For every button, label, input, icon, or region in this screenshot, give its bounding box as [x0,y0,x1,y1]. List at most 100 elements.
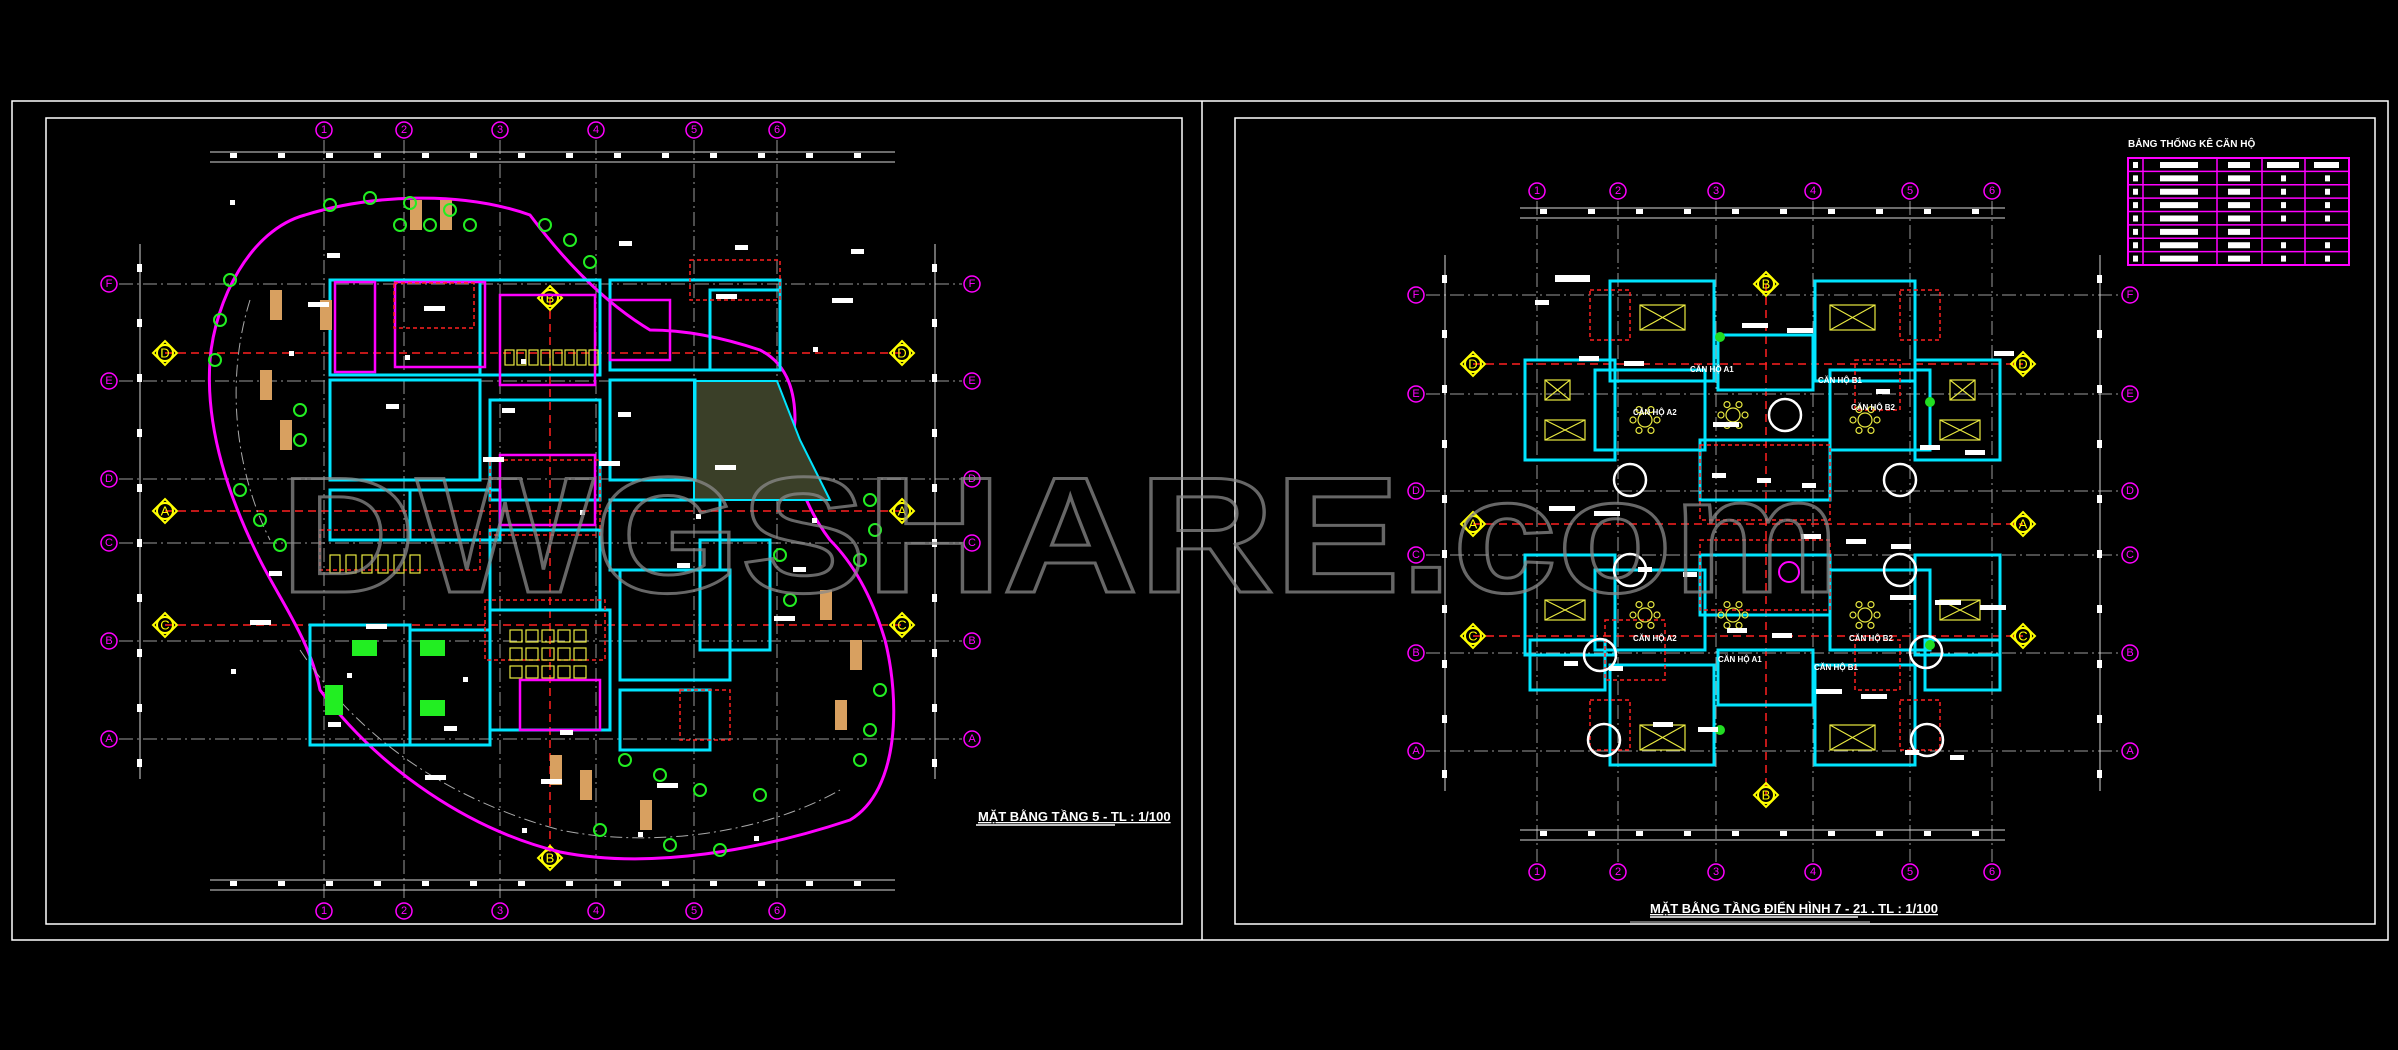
grid-bubble-label: 3 [1713,866,1719,878]
bed-cover [1949,379,1976,401]
grid-bubble [1983,863,2001,881]
room-label [405,355,410,360]
tree [363,191,377,205]
dimension-text [662,881,669,886]
room-label [328,722,341,727]
billiard-table [420,700,445,716]
bed-cover [1639,304,1686,331]
grid-bubble-label: 6 [774,905,780,917]
dining-chair [1653,611,1661,619]
core-outline [393,282,475,329]
dining-table [1857,412,1873,428]
furniture [361,554,373,574]
dimension-text [137,759,142,767]
axis-bubble-label: A [1469,517,1478,532]
dining-chair [1855,621,1863,629]
room-label [1555,275,1590,282]
axis-bubble-label: B [546,291,555,306]
room-label [657,783,678,788]
bed-cover [1544,419,1586,441]
grid-bubble-label: 6 [1989,866,1995,878]
table-cell [2325,242,2330,249]
dimension-text [566,153,573,158]
dining-chair [1741,611,1749,619]
dimension-text [137,594,142,602]
grid-bubble [1609,863,1627,881]
dimension-text [1442,660,1447,668]
grid-bubble [1609,182,1627,200]
bed [1639,304,1686,331]
dimension-text [326,153,333,158]
grid-bubble [963,372,981,390]
apartment-wall [1716,648,1815,707]
room-label [541,779,562,784]
apartment-wall [1523,358,1617,462]
tree [253,513,267,527]
grid-bubble-label: C [105,537,113,549]
dimension-text [137,264,142,272]
table-cell [2325,175,2330,182]
apartment-wall [1716,333,1815,392]
dining-chair [1629,611,1637,619]
core-outline [319,529,481,571]
dimension-text [806,153,813,158]
grid-bubble-label: B [2126,647,2133,659]
apartment-wall [1813,663,1917,767]
furniture [509,629,523,643]
dining-chair [1717,611,1725,619]
table-cell [2325,202,2330,209]
dimension-text [710,881,717,886]
dimension-text [662,153,669,158]
axis-bubble-label: A [2019,517,2028,532]
room-label [1980,605,2006,610]
planter-bench [280,420,292,450]
table-cell [2281,175,2286,182]
grid-bubble-label: D [968,473,976,485]
tree [868,523,882,537]
planter-bench [850,640,862,670]
setback-line [235,299,841,839]
axis-bubble [2014,515,2032,533]
room-label [774,616,795,621]
dimension-text [854,881,861,886]
room-wall [328,378,482,482]
dimension-text [2097,605,2102,613]
bed [1949,379,1976,401]
dimension-text [854,153,861,158]
axis-bubble-label: A [161,504,170,519]
room-label [599,461,620,466]
core-outline [1854,639,1901,691]
grid-bubble-label: F [969,278,976,290]
dimension-text [1876,831,1883,836]
furniture [509,647,523,661]
dimension-text [2097,495,2102,503]
bed [1829,724,1876,751]
furniture [557,629,571,643]
dimension-text [1636,831,1643,836]
furniture [552,349,563,366]
planter-bench [270,290,282,320]
dimension-text [932,594,937,602]
dimension-text [1780,209,1787,214]
right-sheet-frame [1234,117,2376,925]
room-label [1816,689,1842,694]
room-wall [478,278,602,377]
dining-chair [1867,426,1875,434]
dining-chair [1653,416,1661,424]
core-outline [1699,539,1831,611]
table-cell [2160,255,2198,262]
table-cell [2133,255,2138,262]
room-label [1564,661,1578,666]
grid-bubble-label: D [105,473,113,485]
room-label [754,836,759,841]
watermark: DWGSHARE.com [280,443,1840,627]
room-label [230,200,235,205]
grid-bubble-label: 5 [1907,185,1913,197]
grid-bubble-label: F [106,278,113,290]
dining-chair [1647,426,1655,434]
furniture [393,554,405,574]
axis-bubble [1464,355,1482,373]
